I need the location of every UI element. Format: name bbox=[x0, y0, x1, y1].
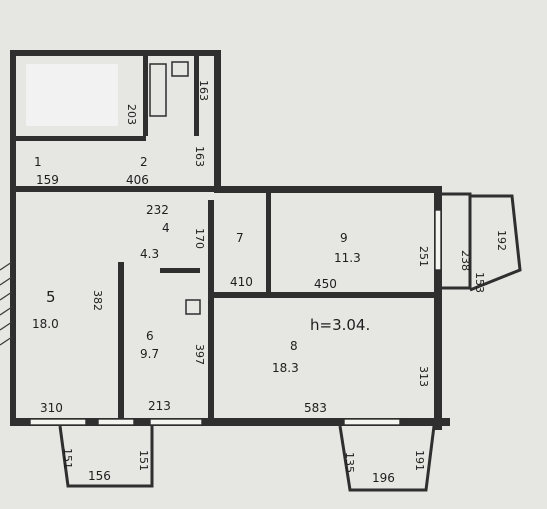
room-4-area: 232 bbox=[146, 203, 169, 217]
dimension-labels: 203 163 163 170 410 450 251 238 192 153 … bbox=[40, 80, 508, 485]
dim-3: 163 bbox=[193, 146, 206, 167]
balcony-right bbox=[442, 192, 522, 292]
room-4-id: 4 bbox=[162, 221, 170, 235]
room-2-id: 2 bbox=[140, 155, 148, 169]
room-9-area: 11.3 bbox=[334, 251, 361, 265]
dim-2: 163 bbox=[197, 80, 210, 101]
dim-11: 382 bbox=[91, 290, 104, 311]
room-1-area: 159 bbox=[36, 173, 59, 187]
room-6-id: 6 bbox=[146, 329, 154, 343]
room-8-area: 18.3 bbox=[272, 361, 299, 375]
room-7-id: 7 bbox=[236, 231, 244, 245]
dim-8: 238 bbox=[459, 250, 472, 271]
dim-18: 156 bbox=[88, 469, 111, 483]
room-2-area: 406 bbox=[126, 173, 149, 187]
room-8-id: 8 bbox=[290, 339, 298, 353]
inner-walls bbox=[16, 56, 434, 418]
dim-20: 135 bbox=[343, 452, 356, 473]
dim-16: 583 bbox=[304, 401, 327, 415]
windows bbox=[29, 209, 442, 426]
ceiling-height: h=3.04. bbox=[310, 316, 370, 334]
dim-22: 191 bbox=[413, 450, 426, 471]
dim-14: 310 bbox=[40, 401, 63, 415]
bay-projections bbox=[58, 425, 436, 492]
dim-10: 153 bbox=[473, 272, 486, 293]
room-labels: 1 159 2 406 232 4 4.3 5 18.0 6 9.7 7 9 1… bbox=[32, 155, 370, 375]
room-5-area: 18.0 bbox=[32, 317, 59, 331]
room-4-extra: 4.3 bbox=[140, 247, 159, 261]
room-5-id: 5 bbox=[46, 288, 56, 306]
dim-9: 192 bbox=[495, 230, 508, 251]
dim-4: 170 bbox=[193, 228, 206, 249]
dim-15: 213 bbox=[148, 399, 171, 413]
dim-7: 251 bbox=[417, 246, 430, 267]
dim-19: 151 bbox=[137, 450, 150, 471]
dim-1: 203 bbox=[125, 104, 138, 125]
dim-17: 151 bbox=[61, 448, 74, 469]
outer-walls bbox=[10, 50, 450, 430]
dim-12: 397 bbox=[193, 344, 206, 365]
dim-6: 450 bbox=[314, 277, 337, 291]
room-6-area: 9.7 bbox=[140, 347, 159, 361]
redacted-area bbox=[26, 64, 118, 126]
dim-21: 196 bbox=[372, 471, 395, 485]
dim-13: 313 bbox=[417, 366, 430, 387]
dim-5: 410 bbox=[230, 275, 253, 289]
bathroom-fixtures bbox=[149, 61, 201, 315]
room-9-id: 9 bbox=[340, 231, 348, 245]
wall-hatching bbox=[0, 261, 13, 346]
room-1-id: 1 bbox=[34, 155, 42, 169]
